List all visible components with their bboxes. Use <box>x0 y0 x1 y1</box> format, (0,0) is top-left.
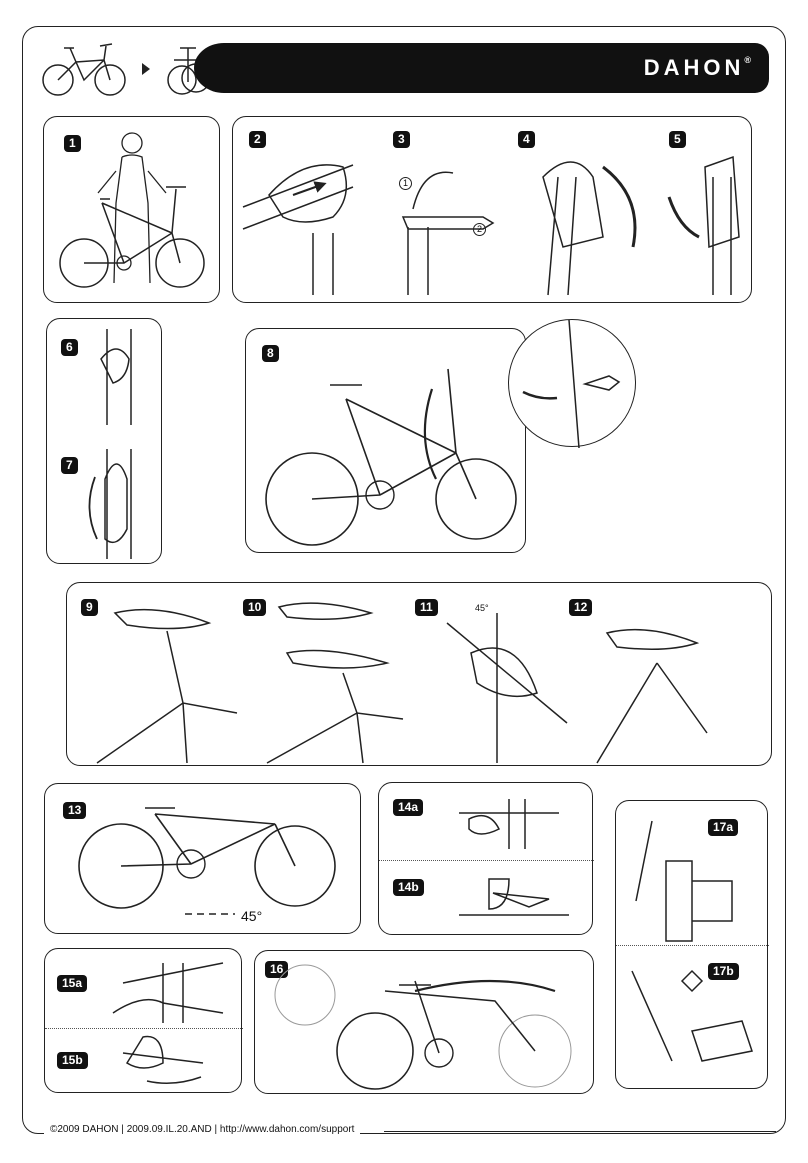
detail-zoom-circle <box>508 319 636 449</box>
step-number: 15a <box>57 975 88 992</box>
step-number: 16 <box>265 961 289 978</box>
header-bar: DAHON® <box>194 43 769 93</box>
hinge-detail-illustration <box>522 319 621 449</box>
step-number: 6 <box>61 339 78 356</box>
brand-name: DAHON <box>643 55 745 80</box>
angle-label-small: 45° <box>475 603 489 613</box>
fully-folded-illustration <box>274 964 572 1090</box>
person-with-bike-illustration <box>59 132 205 288</box>
accessory-illustration <box>631 820 753 1062</box>
panel-steps-9-12: 9 10 11 12 45° <box>66 582 772 766</box>
brand-logo: DAHON® <box>644 55 751 81</box>
handlebar-clamp-illustration <box>242 155 740 296</box>
step-number: 7 <box>61 457 78 474</box>
panel-steps-15: 15a 15b <box>44 948 243 1093</box>
step-number: 15b <box>57 1052 88 1069</box>
step-number: 11 <box>415 599 438 616</box>
panel-step-13: 13 45° <box>44 783 361 934</box>
fold-direction-arrow <box>142 63 150 75</box>
panel-step-8: 8 <box>245 328 526 553</box>
bike-unfolded-thumbnail <box>42 43 126 96</box>
step-number: 17b <box>708 963 739 980</box>
panel-steps-17: 17a 17b <box>615 800 769 1089</box>
document-code: 2009.09.IL.20.AND <box>126 1124 212 1135</box>
step-number: 4 <box>518 131 535 148</box>
step-number: 3 <box>393 131 410 148</box>
step-number: 2 <box>249 131 266 148</box>
step-number: 14a <box>393 799 424 816</box>
support-url: http://www.dahon.com/support <box>219 1124 355 1135</box>
pedal-fold-illustration <box>459 799 569 916</box>
step-number: 13 <box>63 802 87 819</box>
latch-illustration <box>88 329 132 559</box>
panel-step-1: 1 <box>43 116 220 303</box>
step-number: 14b <box>393 879 424 896</box>
section-divider <box>616 945 769 946</box>
panel-steps-6-7: 6 7 <box>46 318 162 564</box>
panel-steps-14: 14a 14b <box>378 782 594 935</box>
callout-marker-one: 1 <box>399 177 412 190</box>
callout-marker-two: 2 <box>473 223 486 236</box>
page-frame <box>22 26 786 1134</box>
footer-separator: | <box>214 1124 218 1135</box>
pedal-fold-b-illustration <box>112 962 224 1084</box>
folded-frame-illustration <box>78 807 336 915</box>
bike-side-illustration <box>265 368 517 546</box>
saddle-adjust-illustration <box>96 602 708 764</box>
panel-steps-2-5: 2 3 4 5 1 2 <box>232 116 752 303</box>
step-number: 10 <box>243 599 267 616</box>
step-number: 1 <box>64 135 81 152</box>
footer-rule <box>384 1131 776 1132</box>
angle-label-large: 45° <box>241 908 263 924</box>
footer-separator: | <box>121 1124 124 1135</box>
step-number: 12 <box>569 599 593 616</box>
copyright-text: ©2009 DAHON <box>50 1124 119 1135</box>
step-number: 5 <box>669 131 686 148</box>
section-divider <box>379 860 594 861</box>
footer: ©2009 DAHON | 2009.09.IL.20.AND | http:/… <box>44 1124 361 1135</box>
step-number: 8 <box>262 345 279 362</box>
registered-mark: ® <box>744 55 751 65</box>
section-divider <box>45 1028 243 1029</box>
step-number: 9 <box>81 599 98 616</box>
step-number: 17a <box>708 819 739 836</box>
panel-step-16: 16 <box>254 950 594 1094</box>
